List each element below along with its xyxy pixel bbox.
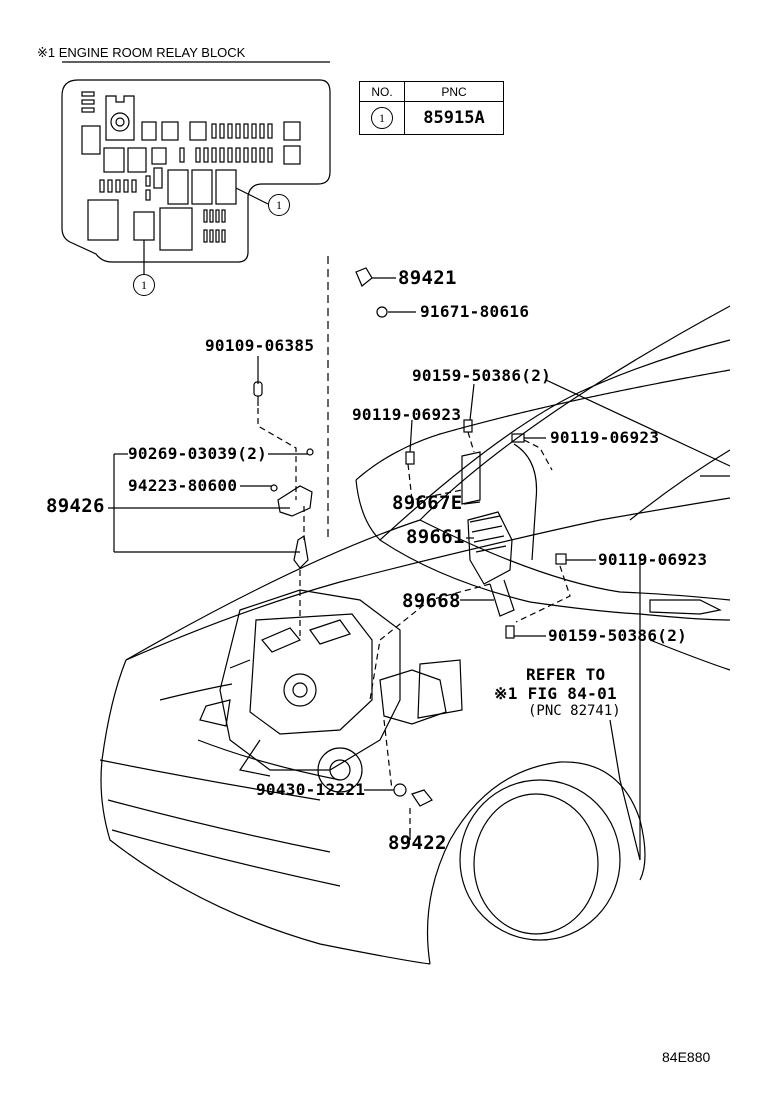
part-label-89667E[interactable]: 89667E [392, 492, 463, 514]
refer-note-line3: (PNC 82741) [528, 703, 621, 719]
part-label-94223-80600[interactable]: 94223-80600 [128, 476, 238, 495]
part-label-90119-06923-lower[interactable]: 90119-06923 [598, 550, 708, 569]
table-header-pnc: PNC [404, 81, 504, 102]
callout-marker: 1 [133, 274, 155, 296]
part-label-89661[interactable]: 89661 [406, 526, 465, 548]
table-cell-no: 1 [359, 101, 405, 135]
pnc-value: 85915A [423, 108, 485, 128]
part-label-91671-80616[interactable]: 91671-80616 [420, 302, 530, 321]
refer-note-line1: REFER TO [526, 665, 606, 684]
part-label-90430-12221[interactable]: 90430-12221 [256, 780, 366, 799]
callout-marker: 1 [268, 194, 290, 216]
part-label-90119-06923-right[interactable]: 90119-06923 [550, 428, 660, 447]
engine-illustration [199, 589, 463, 793]
part-label-90159-50386-lower[interactable]: 90159-50386(2) [548, 626, 688, 645]
sensor-parts [393, 783, 433, 807]
dashed-leaders [257, 408, 571, 840]
part-label-90269-03039[interactable]: 90269-03039(2) [128, 444, 268, 463]
part-label-89422[interactable]: 89422 [388, 832, 447, 854]
part-label-90109-06385[interactable]: 90109-06385 [205, 336, 315, 355]
car-body-outline [99, 305, 731, 965]
refer-note-line2[interactable]: ※1 FIG 84-01 [494, 684, 617, 703]
pnc-table: NO. PNC 1 85915A [359, 81, 504, 135]
table-cell-pnc: 85915A [404, 101, 504, 135]
figure-code: 84E880 [662, 1049, 711, 1065]
part-label-89421[interactable]: 89421 [398, 267, 457, 289]
part-label-90119-06923-left[interactable]: 90119-06923 [352, 405, 462, 424]
relay-block-outline [61, 79, 331, 275]
part-label-89668[interactable]: 89668 [402, 590, 461, 612]
table-header-no: NO. [359, 81, 405, 102]
number-circle: 1 [371, 107, 393, 129]
part-label-90159-50386-upper[interactable]: 90159-50386(2) [412, 366, 552, 385]
leader-lines [108, 277, 731, 840]
relay-block-title: ※1 ENGINE ROOM RELAY BLOCK [37, 45, 246, 60]
part-label-89426[interactable]: 89426 [46, 495, 105, 517]
